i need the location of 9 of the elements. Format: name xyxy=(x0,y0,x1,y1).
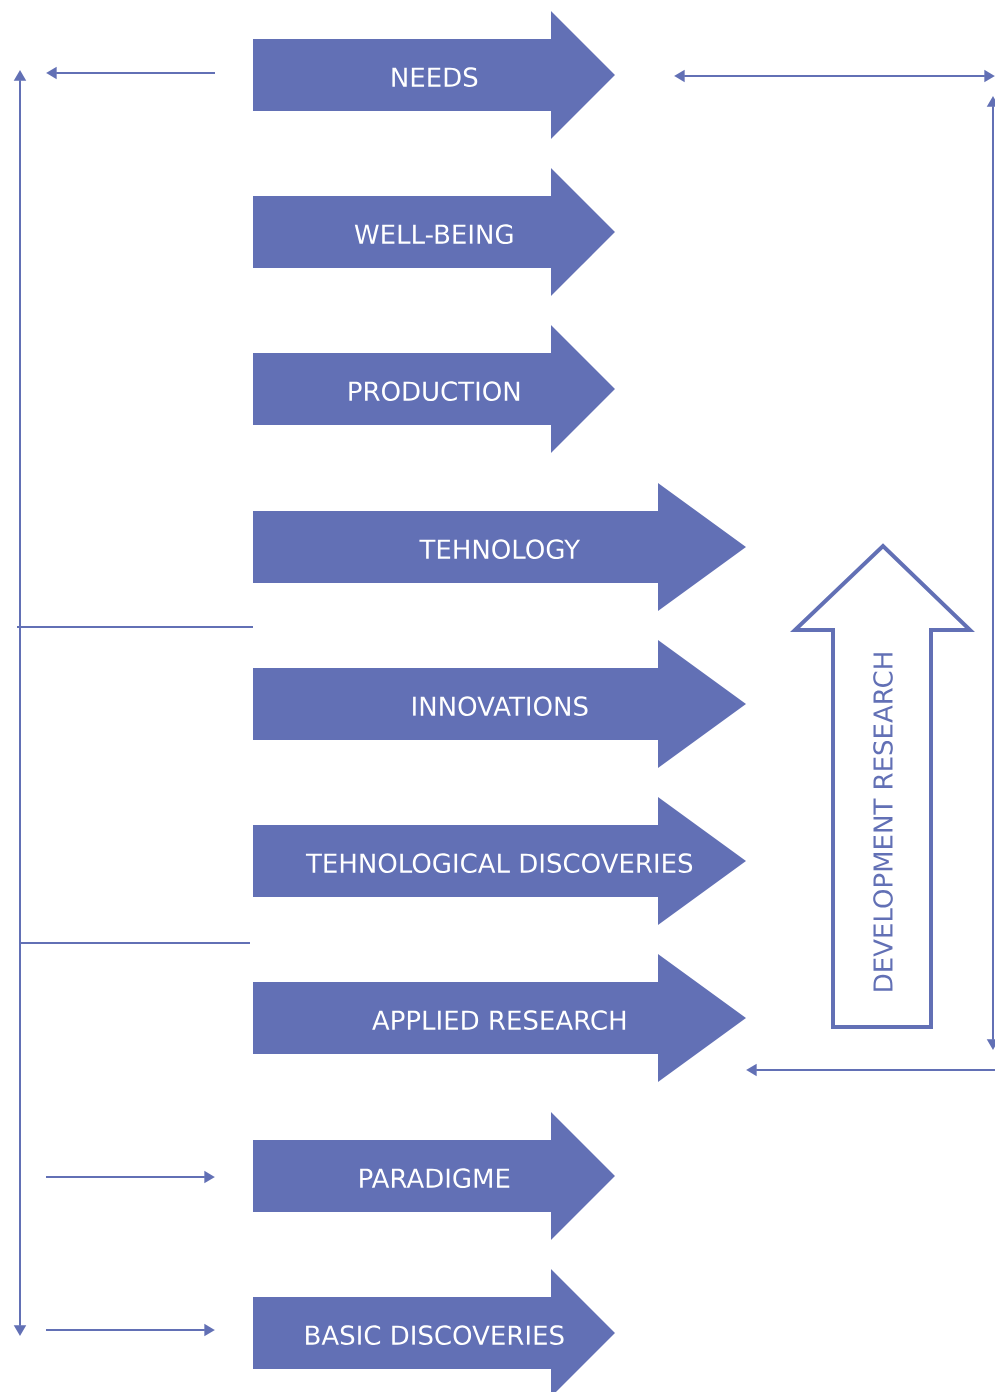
stage-banner: INNOVATIONS xyxy=(253,640,746,768)
stage-banner: APPLIED RESEARCH xyxy=(253,954,746,1082)
stage-banner: BASIC DISCOVERIES xyxy=(253,1269,615,1392)
stage-banner: WELL-BEING xyxy=(253,168,615,296)
stage-banner: TEHNOLOGY xyxy=(253,483,746,611)
stage-banner: PARADIGME xyxy=(253,1112,615,1240)
stage-banner: NEEDS xyxy=(253,11,615,139)
stage-banner: PRODUCTION xyxy=(253,325,615,453)
stage-banner: TEHNOLOGICAL DISCOVERIES xyxy=(253,797,746,925)
